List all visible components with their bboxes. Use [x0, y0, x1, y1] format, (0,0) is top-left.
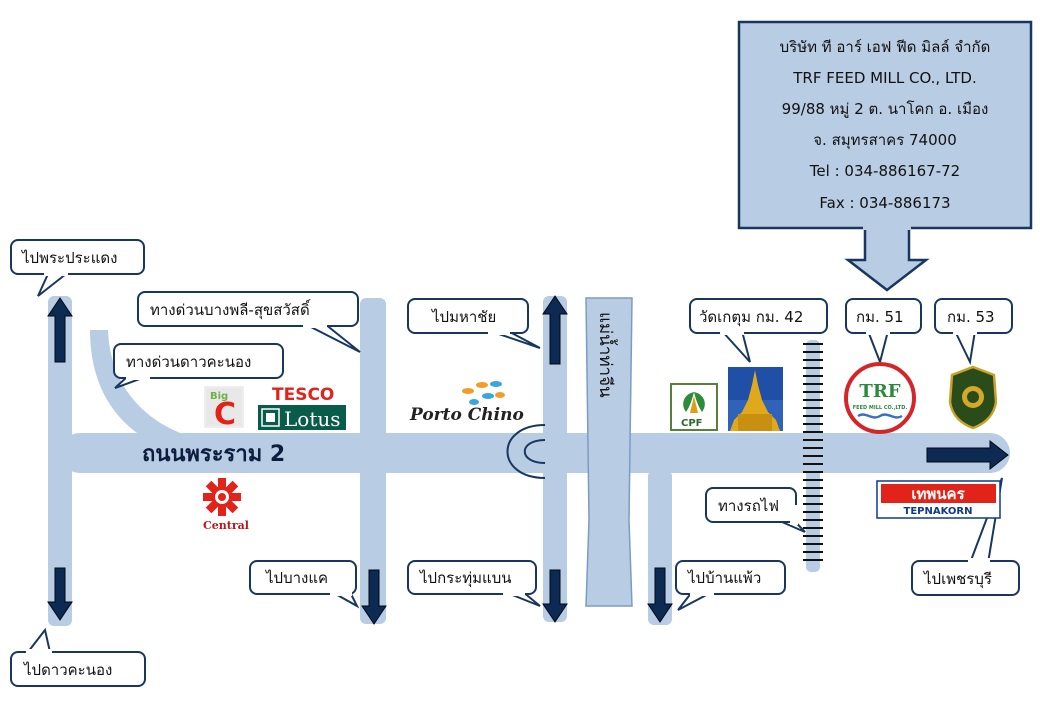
cpf-logo: CPF — [670, 383, 718, 431]
company-phone: Tel : 034-886167-72 — [809, 162, 960, 180]
callout-to-phetchaburi: ไปเพชรบุรี — [911, 477, 1020, 596]
svg-text:ทางด่วนดาวคะนอง: ทางด่วนดาวคะนอง — [126, 353, 251, 371]
svg-text:ไปพระประแดง: ไปพระประแดง — [21, 249, 117, 267]
callout-railway: ทางรถไฟ — [705, 487, 806, 533]
road-banphaeo-vertical — [648, 470, 672, 625]
central-logo: Central — [203, 478, 249, 532]
direction-arrows — [47, 295, 1009, 625]
svg-text:วัดเกตุม กม. 42: วัดเกตุม กม. 42 — [699, 308, 803, 327]
tesco-lotus-logo: TESCO Lotus — [258, 385, 346, 431]
svg-text:ไปมหาชัย: ไปมหาชัย — [431, 308, 496, 326]
road-west-vertical — [48, 296, 72, 626]
svg-text:Big: Big — [210, 391, 228, 402]
callout-to-mahachai: ไปมหาชัย — [407, 298, 541, 349]
arrow-right-main — [926, 439, 1009, 471]
company-address-line1: 99/88 หมู่ 2 ต. นาโคก อ. เมือง — [782, 100, 989, 118]
svg-text:TEPNAKORN: TEPNAKORN — [904, 506, 973, 517]
company-name-english: TRF FEED MILL CO., LTD. — [792, 69, 976, 87]
railway-ties — [803, 343, 823, 561]
arrow-up-mahachai — [542, 295, 568, 365]
main-road-label: ถนนพระราม 2 — [142, 442, 285, 467]
callout-expressway-bangphli: ทางด่วนบางพลี-สุขสวัสดิ์ — [137, 291, 361, 353]
river-tachin — [585, 297, 633, 607]
svg-text:ไปกระทุ่มแบน: ไปกระทุ่มแบน — [419, 569, 511, 588]
callout-to-banphaeo: ไปบ้านแพ้ว — [675, 560, 786, 611]
svg-text:Lotus: Lotus — [284, 407, 341, 431]
company-name-thai: บริษัท ที อาร์ เอฟ ฟีด มิลล์ จำกัด — [780, 38, 991, 56]
callout-to-bangkhae: ไปบางแค — [249, 560, 360, 609]
highway-police-badge — [948, 365, 998, 430]
svg-text:Central: Central — [203, 519, 249, 532]
river-label: แม่น้ำท่าจีน — [595, 312, 618, 398]
company-address-line2: จ. สมุทรสาคร 74000 — [813, 131, 956, 150]
porto-chino-logo: Porto Chino — [409, 381, 524, 425]
callout-to-daokhanong: ไปดาวคะนอง — [10, 627, 146, 687]
svg-text:Porto Chino: Porto Chino — [409, 405, 524, 425]
fish-icon — [462, 381, 505, 405]
road-mahachai-vertical — [543, 296, 567, 622]
arrow-down-bangkhae — [361, 569, 387, 625]
svg-text:FEED MILL CO.,LTD.: FEED MILL CO.,LTD. — [853, 405, 908, 411]
arrow-down-banphaeo — [647, 567, 673, 623]
svg-text:กม. 51: กม. 51 — [856, 308, 904, 326]
svg-text:ไปบางแค: ไปบางแค — [265, 569, 328, 587]
callout-km51: กม. 51 — [845, 298, 922, 366]
svg-text:ไปบ้านแพ้ว: ไปบ้านแพ้ว — [687, 569, 761, 587]
svg-text:ทางด่วนบางพลี-สุขสวัสดิ์: ทางด่วนบางพลี-สุขสวัสดิ์ — [150, 299, 312, 320]
bigc-logo: Big C — [204, 386, 244, 432]
callout-km53: กม. 53 — [934, 298, 1013, 366]
callout-expressway-daokhanong: ทางด่วนดาวคะนอง — [113, 343, 284, 389]
arrow-up-west — [47, 297, 73, 363]
svg-text:เทพนคร: เทพนคร — [911, 485, 965, 503]
arrow-down-krathumbaen — [542, 569, 568, 623]
svg-text:กม. 53: กม. 53 — [947, 308, 995, 326]
svg-text:TRF: TRF — [859, 381, 900, 402]
bridge-curve — [506, 424, 546, 479]
tepnakorn-logo: เทพนคร TEPNAKORN — [876, 480, 1001, 519]
svg-text:ทางรถไฟ: ทางรถไฟ — [718, 497, 779, 515]
callout-to-pradaeng: ไปพระประแดง — [10, 239, 145, 297]
svg-text:CPF: CPF — [681, 418, 703, 429]
road-network — [48, 296, 1010, 626]
callout-to-krathumbaen: ไปกระทุ่มแบน — [407, 560, 541, 607]
temple-image — [728, 367, 783, 431]
trf-logo: TRF FEED MILL CO.,LTD. — [844, 362, 916, 434]
callout-wat-ketutum: วัดเกตุม กม. 42 — [689, 298, 828, 363]
main-road-rama2 — [60, 433, 1010, 473]
company-fax: Fax : 034-886173 — [819, 194, 950, 212]
expressway-curve-road — [90, 330, 210, 462]
svg-text:C: C — [214, 397, 236, 432]
svg-text:ไปเพชรบุรี: ไปเพชรบุรี — [923, 570, 992, 589]
svg-text:ไปดาวคะนอง: ไปดาวคะนอง — [23, 661, 112, 679]
arrow-down-west — [47, 567, 73, 621]
road-bangkhae-vertical — [360, 298, 386, 624]
info-box-pointer — [844, 228, 930, 292]
company-info-box: บริษัท ที อาร์ เอฟ ฟีด มิลล์ จำกัด TRF F… — [737, 20, 1033, 292]
svg-text:TESCO: TESCO — [272, 385, 334, 405]
